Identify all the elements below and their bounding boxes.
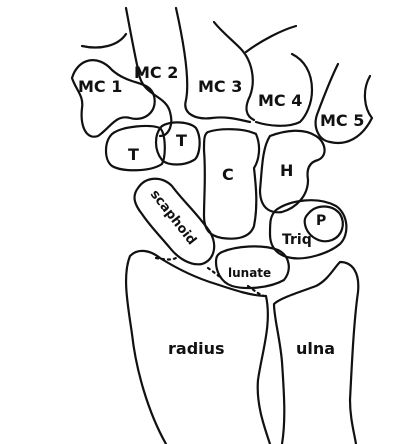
triquetrum-bone xyxy=(268,199,348,260)
trapezium-bone xyxy=(104,124,166,172)
capitate-label: C xyxy=(222,165,234,184)
lunate-label: lunate xyxy=(228,266,271,280)
mc2-label: MC 2 xyxy=(134,63,178,82)
ulnar-joint-line xyxy=(246,284,266,298)
ulna-bone xyxy=(272,260,360,444)
mc3-label: MC 3 xyxy=(198,77,242,96)
metacarpal-1-bone xyxy=(70,59,156,138)
trapezium-label: T xyxy=(128,145,139,164)
capitate-bone xyxy=(202,128,261,240)
mc5-label: MC 5 xyxy=(320,111,364,130)
radiocarpal-joint-line xyxy=(154,256,178,261)
mc4-label: MC 4 xyxy=(258,91,302,110)
mc1-label: MC 1 xyxy=(78,77,122,96)
hamate-label: H xyxy=(280,161,293,180)
radius-label: radius xyxy=(168,339,225,358)
metacarpal-2-bone xyxy=(80,6,173,138)
pisiform-label: P xyxy=(316,213,326,229)
metacarpal-5-bone xyxy=(314,62,374,145)
metacarpal-4-bone xyxy=(244,24,314,127)
trapezoid-bone xyxy=(154,121,201,166)
hamate-bone xyxy=(258,129,326,214)
radius-bone xyxy=(124,249,272,444)
pisiform-bone xyxy=(303,205,344,243)
triquetrum-label: Triq xyxy=(282,232,312,248)
metacarpal-3-bone xyxy=(174,6,256,124)
scaphoid-bone xyxy=(133,177,216,266)
scaphoid-label: scaphoid xyxy=(147,187,199,248)
lunate-joint-line xyxy=(206,266,224,280)
ulna-label: ulna xyxy=(296,339,335,358)
trapezoid-label: T xyxy=(176,131,187,150)
